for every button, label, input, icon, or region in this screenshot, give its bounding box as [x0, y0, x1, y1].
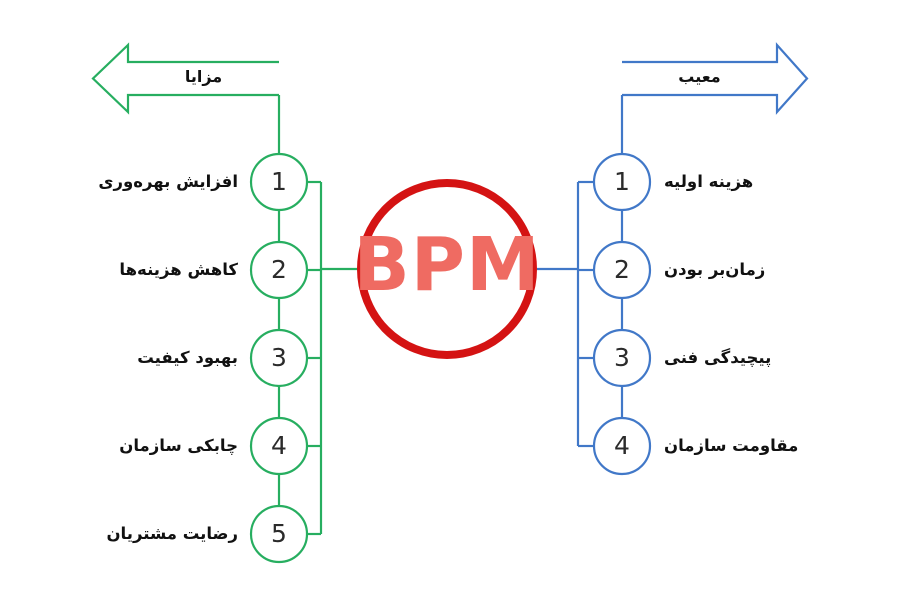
- center-bpm-circle[interactable]: [357, 179, 537, 359]
- right-node-circle-3[interactable]: [592, 328, 652, 388]
- right-node-circle-1[interactable]: [592, 152, 652, 212]
- right-item-label-3: پیچیدگی فنی: [664, 348, 772, 367]
- right-node-circle-2[interactable]: [592, 240, 652, 300]
- center-bpm-label: BPM: [353, 222, 541, 308]
- left-node-circle-2[interactable]: [249, 240, 309, 300]
- right-node-circle-4[interactable]: [592, 416, 652, 476]
- left-node-circle-3[interactable]: [249, 328, 309, 388]
- left-item-label-3: بهبود کیفیت: [137, 348, 238, 367]
- left-branch-group: [91, 42, 360, 564]
- right-item-label-1: هزینه اولیه: [664, 172, 754, 191]
- left-item-label-2: کاهش هزینه‌ها: [119, 260, 238, 279]
- left-item-label-4: چابکی سازمان: [119, 436, 238, 455]
- left-node-circle-1[interactable]: [249, 152, 309, 212]
- right-item-label-4: مقاومت سازمان: [664, 436, 799, 455]
- left-item-label-5: رضایت مشتریان: [106, 524, 238, 543]
- right-item-label-2: زمان‌بر بودن: [664, 260, 766, 279]
- right-arrow-label: معیب: [678, 67, 721, 86]
- left-arrow-label: مزایا: [184, 67, 223, 86]
- left-item-label-1: افزایش بهره‌وری: [98, 172, 238, 191]
- left-node-circle-5[interactable]: [249, 504, 309, 564]
- right-branch-group: [537, 42, 809, 476]
- left-arrow-shape: [91, 42, 279, 115]
- left-node-circle-4[interactable]: [249, 416, 309, 476]
- right-arrow-shape: [622, 42, 809, 115]
